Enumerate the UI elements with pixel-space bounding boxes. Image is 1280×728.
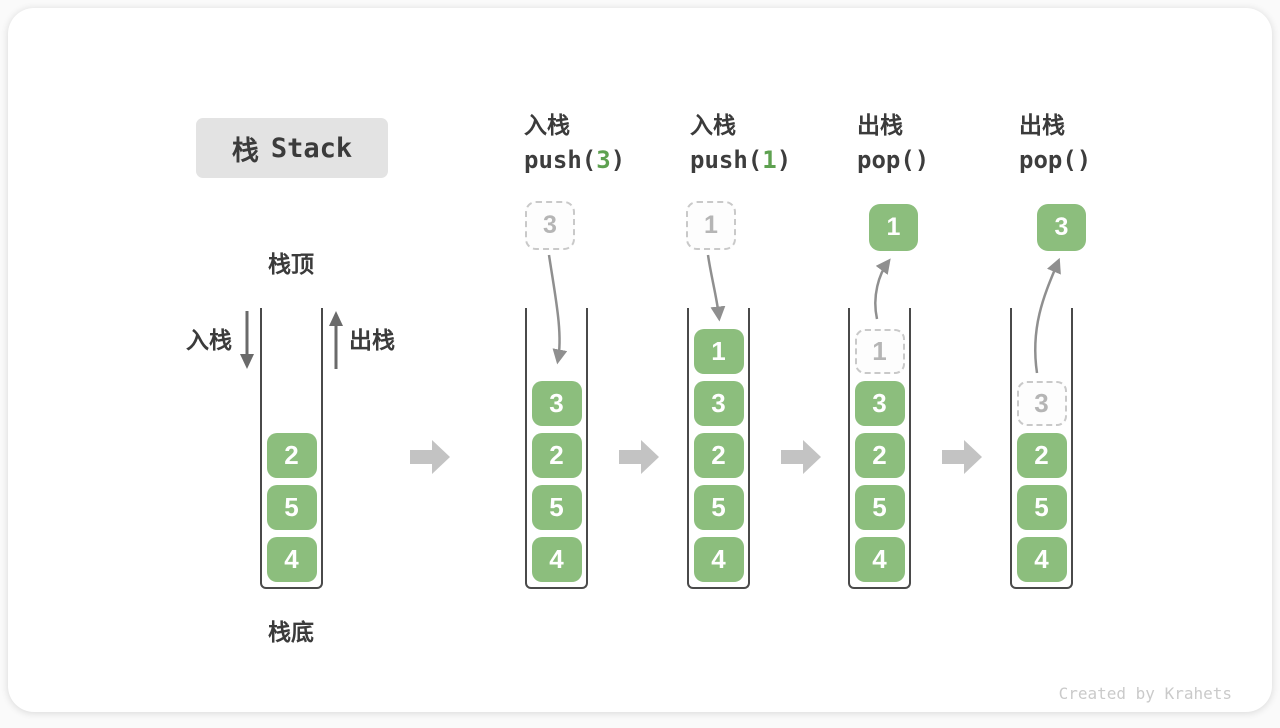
op-label-push-1: 入栈 push(1) xyxy=(690,112,791,173)
flow-arrow-icon xyxy=(410,440,450,474)
stack-cell: 2 xyxy=(693,433,744,478)
stack-2: 3 2 5 4 xyxy=(525,308,588,589)
code-post: ) xyxy=(1076,146,1092,174)
stack-cell: 5 xyxy=(266,485,317,530)
stack-cell: 2 xyxy=(531,433,582,478)
flow-arrow-icon xyxy=(619,440,659,474)
op-label-pop-2: 出栈 pop() xyxy=(1019,112,1091,173)
title-en: Stack xyxy=(270,132,353,164)
stack-4: 1 3 2 5 4 xyxy=(848,308,911,589)
op-name: 出栈 xyxy=(857,112,903,138)
stack-cell: 3 xyxy=(693,381,744,426)
op-name: 出栈 xyxy=(1019,112,1065,138)
stack-cell: 3 xyxy=(854,381,905,426)
popped-cell-placeholder: 1 xyxy=(854,329,905,374)
code-pre: pop( xyxy=(857,146,915,174)
code-post: ) xyxy=(776,146,792,174)
floating-popped-value-3: 3 xyxy=(1037,204,1086,251)
stack-1: 2 5 4 xyxy=(260,308,323,589)
stack-cell: 5 xyxy=(693,485,744,530)
code-post: ) xyxy=(914,146,930,174)
flow-arrow-icon xyxy=(781,440,821,474)
stack-cell: 2 xyxy=(854,433,905,478)
popped-cell-placeholder: 3 xyxy=(1016,381,1067,426)
op-code: push(3) xyxy=(524,148,625,172)
stack-bottom-label: 栈底 xyxy=(268,619,314,645)
watermark: Created by Krahets xyxy=(1058,684,1232,703)
op-name: 入栈 xyxy=(524,112,570,138)
floating-push-value-1: 1 xyxy=(686,201,736,250)
op-code: pop() xyxy=(857,148,929,172)
stack-3: 1 3 2 5 4 xyxy=(687,308,750,589)
code-post: ) xyxy=(610,146,626,174)
op-label-push-3: 入栈 push(3) xyxy=(524,112,625,173)
stack-5: 3 2 5 4 xyxy=(1010,308,1073,589)
stack-cell: 3 xyxy=(531,381,582,426)
code-arg: 1 xyxy=(762,146,777,174)
op-code: pop() xyxy=(1019,148,1091,172)
code-pre: push( xyxy=(524,146,597,174)
stack-cell: 4 xyxy=(1016,537,1067,582)
stack-cell: 5 xyxy=(854,485,905,530)
stack-top-label: 栈顶 xyxy=(268,251,314,277)
op-label-pop-1: 出栈 pop() xyxy=(857,112,929,173)
op-code: push(1) xyxy=(690,148,791,172)
code-pre: pop( xyxy=(1019,146,1077,174)
flow-arrow-icon xyxy=(942,440,982,474)
floating-popped-value-1: 1 xyxy=(869,204,918,251)
stack-cell: 1 xyxy=(693,329,744,374)
stack-cell: 5 xyxy=(531,485,582,530)
stack-cell: 4 xyxy=(693,537,744,582)
push-side-label: 入栈 xyxy=(186,327,232,353)
title-box: 栈 Stack xyxy=(196,118,388,178)
stack-cell: 5 xyxy=(1016,485,1067,530)
code-arg: 3 xyxy=(596,146,611,174)
figure-card: 栈 Stack 入栈 push(3) 入栈 push(1) 出栈 pop() 出… xyxy=(8,8,1272,712)
floating-push-value-3: 3 xyxy=(525,201,575,250)
stack-cell: 4 xyxy=(854,537,905,582)
stack-cell: 2 xyxy=(1016,433,1067,478)
stack-cell: 4 xyxy=(531,537,582,582)
push-direction-arrow-icon xyxy=(240,311,254,369)
op-name: 入栈 xyxy=(690,112,736,138)
stack-cell: 2 xyxy=(266,433,317,478)
pop-side-label: 出栈 xyxy=(349,327,395,353)
title-zh: 栈 xyxy=(231,135,259,166)
code-pre: push( xyxy=(690,146,763,174)
pop-direction-arrow-icon xyxy=(329,311,343,369)
stack-cell: 4 xyxy=(266,537,317,582)
